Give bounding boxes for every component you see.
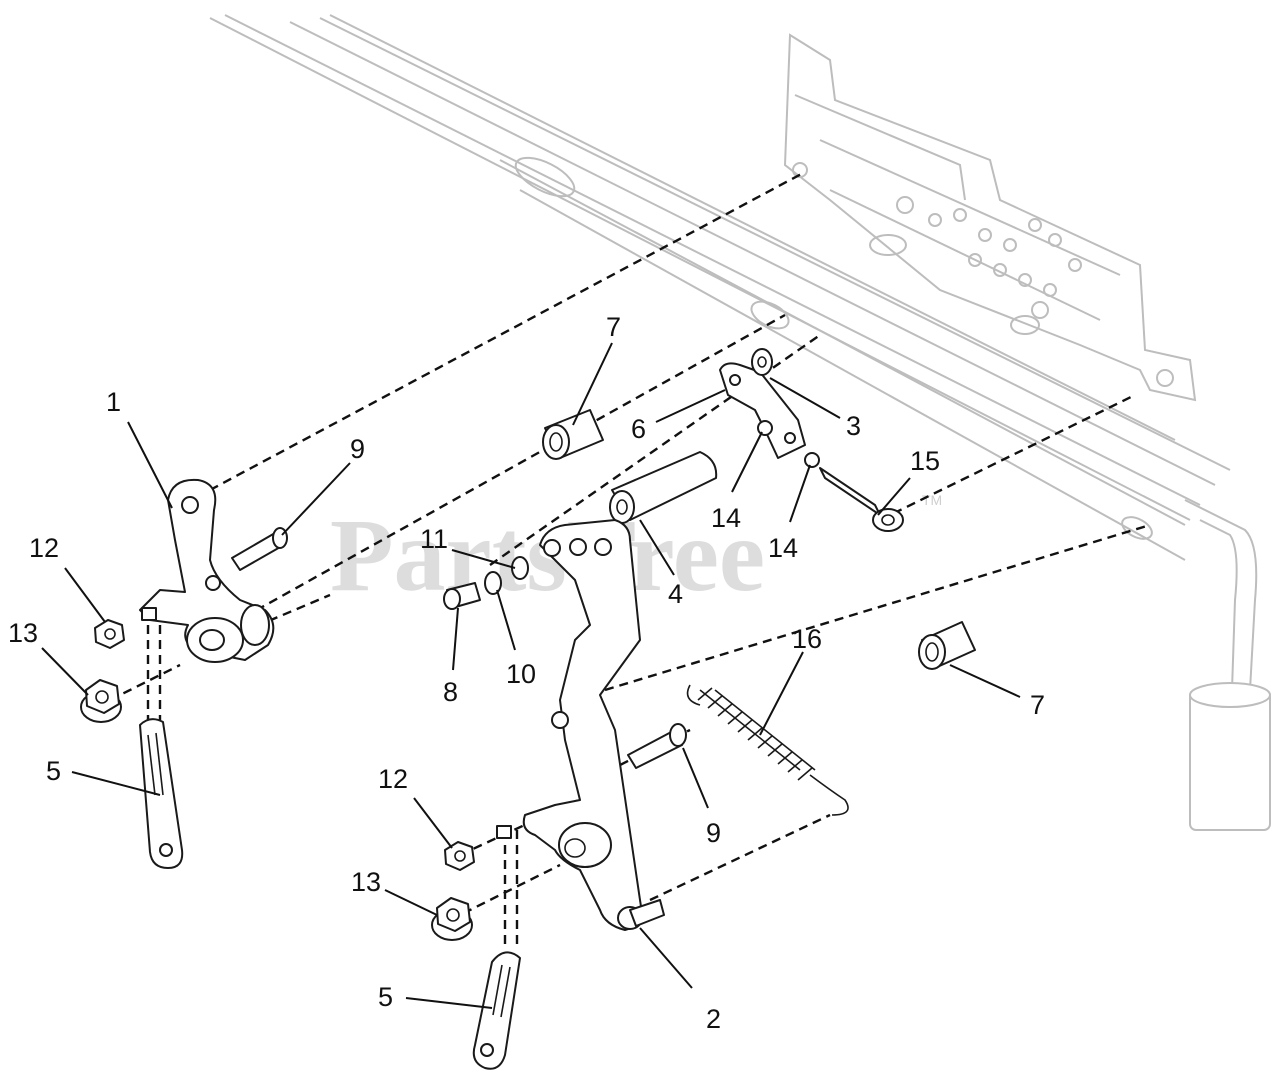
callout-12-left: 12 xyxy=(29,533,59,563)
callout-1: 1 xyxy=(106,387,121,417)
part-3-washer xyxy=(751,348,773,376)
callout-13-right: 13 xyxy=(351,867,381,897)
callout-7-upper: 7 xyxy=(606,312,621,342)
watermark-trademark: TM xyxy=(922,492,942,508)
part-15-eye-bolt xyxy=(819,467,904,532)
callout-4: 4 xyxy=(668,579,683,609)
part-14-nut-b xyxy=(804,452,820,468)
assembly-lines xyxy=(109,170,1151,950)
callout-14-b: 14 xyxy=(768,533,798,563)
part-10-lock-washer xyxy=(484,571,502,595)
mower-frame xyxy=(209,14,1271,831)
part-5-link-right xyxy=(472,951,521,1070)
callout-9-left: 9 xyxy=(350,434,365,464)
leader-lines xyxy=(41,342,1021,1009)
callout-14-a: 14 xyxy=(711,503,741,533)
callout-5-left: 5 xyxy=(46,756,61,786)
part-9-pin-left xyxy=(231,527,288,571)
callout-15: 15 xyxy=(910,446,940,476)
callout-3: 3 xyxy=(846,411,861,441)
part-12-nut-left xyxy=(94,619,125,649)
callout-16: 16 xyxy=(792,624,822,654)
part-8-bolt xyxy=(443,582,481,610)
part-5-link-left xyxy=(139,718,184,869)
part-9-pin-right xyxy=(627,723,687,769)
part-1-left-bellcrank xyxy=(139,478,275,663)
callout-7-lower: 7 xyxy=(1030,690,1045,720)
callout-12-right: 12 xyxy=(378,764,408,794)
part-4-spacer-tube xyxy=(609,451,718,524)
part-7-bushing-upper xyxy=(542,409,604,460)
callout-8: 8 xyxy=(443,677,458,707)
part-6-bracket-plate xyxy=(719,362,806,459)
part-14-nut-a xyxy=(757,420,773,436)
callout-5-right: 5 xyxy=(378,982,393,1012)
part-2-control-arm xyxy=(496,519,665,931)
callout-9-right: 9 xyxy=(706,818,721,848)
part-13-flange-nut-right xyxy=(431,897,473,941)
part-7-bushing-lower xyxy=(918,621,976,670)
callout-6: 6 xyxy=(631,414,646,444)
callout-13-left: 13 xyxy=(8,618,38,648)
callouts: 1 9 12 13 5 7 6 3 15 14 14 11 4 10 8 16 … xyxy=(8,312,1045,1034)
callout-2: 2 xyxy=(706,1004,721,1034)
part-13-flange-nut-left xyxy=(80,679,122,723)
callout-11: 11 xyxy=(420,524,448,554)
part-12-nut-right xyxy=(444,841,475,871)
part-16-spring xyxy=(686,684,849,816)
callout-10: 10 xyxy=(506,659,536,689)
